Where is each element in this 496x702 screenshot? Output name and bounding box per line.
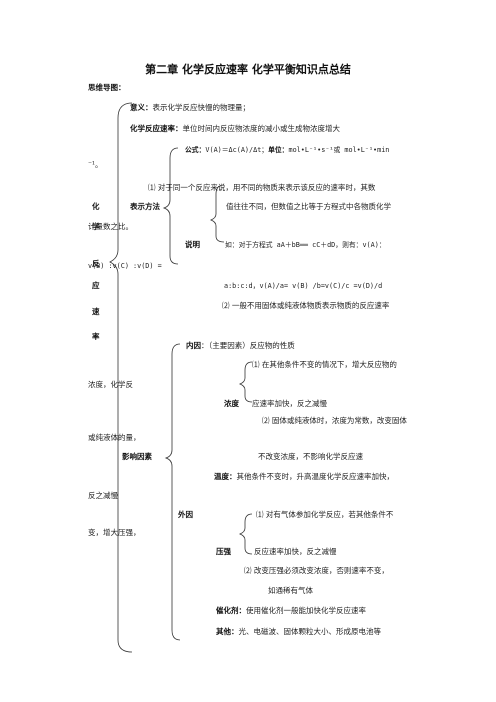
press-brace (238, 513, 253, 555)
explain-brace (209, 184, 225, 243)
note1-line1: ⑴ 对于同一个反应来说，用不同的物质来表示该反应的速率时，其数 (148, 183, 376, 192)
meaning-text: 表示化学反应快慢的物理量； (152, 103, 251, 112)
press-1b: 变，增大压强， (88, 528, 141, 537)
conc-brace (238, 361, 253, 403)
note1-line4: 如：对于方程式 aA＋bB══ cC＋dD，则有：v(A)： (225, 241, 386, 249)
representation-brace (162, 147, 179, 265)
root-char-4: 应 (92, 281, 100, 290)
root-char-2: 学 (92, 222, 100, 231)
internal-label: 内因 (186, 341, 201, 350)
note1-line6: a:b:c:d，v(A)/a= v(B) /b=v(C)/c =v(D)/d (224, 282, 383, 290)
note1-line2: 值往往不同，但数值之比等于方程式中各物质化学 (226, 202, 391, 211)
rate-label: 化学反应速率： (130, 124, 183, 133)
temp-label: 温度： (214, 472, 237, 481)
note1-line5: v(B) :v(C) :v(D) = (88, 262, 162, 270)
catalyst-text: 使用催化剂一般能加快化学反应速率 (246, 606, 366, 615)
root-char-3: 反 (92, 259, 100, 268)
temp-text-a: 其他条件不变时，升高温度化学反应速率加快， (236, 472, 395, 481)
press-label: 压强 (216, 547, 231, 556)
catalyst-line: 催化剂：使用催化剂一般能加快化学反应速率 (216, 606, 366, 616)
unit-text: mol•L⁻¹•s⁻¹或 mol•L⁻¹•min (288, 146, 390, 154)
other-label: 其他： (216, 627, 239, 636)
formula-text: V(A)＝Δc(A)/Δt； (205, 146, 269, 154)
rate-line: 化学反应速率：单位时间内反应物浓度的减小或生成物浓度增大 (130, 124, 340, 134)
other-line: 其他：光、电磁波、固体颗粒大小、形成原电池等 (216, 627, 381, 637)
press-1c: 反应速率加快，反之减慢 (254, 547, 337, 556)
temp-line: 温度：其他条件不变时，升高温度化学反应速率加快， (214, 472, 394, 482)
root-brace (109, 102, 133, 653)
meaning-line: 意义：表示化学反应快慢的物理量； (130, 103, 250, 113)
note2: ⑵ 一般不用固体或纯液体物质表示物质的反应速率 (222, 301, 390, 310)
explain-label: 说明 (185, 240, 200, 249)
conc-2a: ⑵ 固体或纯液体时，浓度为常数，改变固体 (262, 416, 407, 425)
press-1a: ⑴ 对有气体参加化学反应，若其他条件不 (256, 510, 394, 519)
influence-brace (164, 343, 181, 641)
external-label: 外因 (178, 510, 193, 519)
catalyst-label: 催化剂： (216, 606, 246, 615)
conc-2c: 不改变浓度，不影响化学反应速 (258, 452, 363, 461)
formula-line: 公式：V(A)＝Δc(A)/Δt；单位：mol•L⁻¹•s⁻¹或 mol•L⁻¹… (185, 145, 389, 155)
conc-1b: 浓度，化学反 (88, 380, 133, 389)
note1-line3: 计量数之比。 (88, 222, 133, 231)
conc-2b: 或纯液体的量， (88, 433, 141, 442)
temp-text-b: 反之减慢 (88, 491, 118, 500)
representation-label: 表示方法 (130, 202, 160, 211)
press-2a: ⑵ 改变压强必须改变浓度，否则速率不变， (244, 566, 389, 575)
conc-1c: 应速率加快，反之减慢 (252, 399, 327, 408)
influence-label: 影响因素 (122, 452, 152, 461)
other-text: 光、电磁波、固体颗粒大小、形成原电池等 (238, 627, 382, 636)
unit-cont: ⁻¹。 (88, 160, 103, 169)
root-char-5: 速 (92, 307, 100, 316)
meaning-label: 意义： (130, 103, 153, 112)
root-char-6: 率 (92, 332, 100, 341)
formula-label: 公式： (185, 146, 206, 154)
root-char-1: 化 (92, 202, 100, 211)
internal-line: 内因：（主要因素）反应物的性质 (186, 341, 295, 351)
unit-label: 单位： (268, 146, 289, 154)
conc-label: 浓度 (224, 399, 239, 408)
internal-text: ：（主要因素）反应物的性质 (201, 341, 295, 350)
page-title: 第二章 化学反应速率 化学平衡知识点总结 (145, 63, 351, 76)
press-2b: 如通稀有气体 (268, 586, 313, 595)
conc-1a: ⑴ 在其他条件不变的情况下，增大反应物的 (252, 360, 397, 369)
mindmap-label: 思维导图： (88, 83, 126, 92)
rate-text: 单位时间内反应物浓度的减小或生成物浓度增大 (182, 124, 341, 133)
